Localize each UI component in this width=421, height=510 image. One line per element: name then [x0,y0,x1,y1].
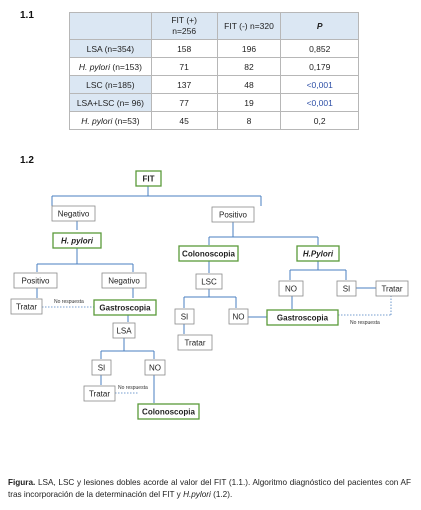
svg-text:SI: SI [343,285,351,294]
svg-text:Negativo: Negativo [108,277,140,286]
table-row: LSC (n=185) 137 48 <0,001 [69,75,359,94]
cell-fit-positive: 77 [150,93,218,112]
diagnostic-flowchart: FIT Negativo Positivo H. pylori Colonosc… [10,170,409,420]
svg-text:Colonoscopia: Colonoscopia [182,250,235,259]
node-no-low: NO [144,359,166,376]
row-label: LSA+LSC (n= 96) [69,93,152,112]
cell-fit-positive: 137 [150,75,218,94]
svg-text:Gastroscopia: Gastroscopia [99,304,151,313]
table-row: LSA+LSC (n= 96) 77 19 <0,001 [69,93,359,112]
cell-fit-negative: 19 [216,93,282,112]
svg-text:H. pylori: H. pylori [61,237,94,246]
node-colonoscopia-top: Colonoscopia [178,245,239,262]
no-respuesta-label-1: No respuesta [54,299,84,305]
node-lsa: LSA [112,322,136,339]
svg-text:Gastroscopia: Gastroscopia [277,314,329,323]
node-si-low: SI [91,359,112,376]
cell-p-value: 0,2 [280,111,359,130]
cell-fit-positive: 71 [150,57,218,76]
header-p-value: P [280,12,359,40]
svg-text:NO: NO [285,285,297,294]
table-row: H. pylori (n=153) 71 82 0,179 [69,57,359,76]
svg-text:FIT: FIT [143,175,155,184]
row-label-italic: H. pylori [81,115,113,126]
table-header-row: FIT (+) n=256 FIT (-) n=320 P [69,12,359,40]
row-label: H. pylori (n=153) [69,57,152,76]
svg-text:H.Pylori: H.Pylori [303,250,334,259]
svg-text:Colonoscopia: Colonoscopia [142,408,195,417]
cell-p-value: <0,001 [280,75,359,94]
node-negativo: Negativo [51,205,96,222]
row-label: LSA (n=354) [69,39,152,58]
svg-text:Negativo: Negativo [58,210,90,219]
caption-text-1: LSA, LSC y lesiones dobles acorde al val… [8,478,411,499]
row-label-italic: H. pylori [78,61,111,72]
svg-text:Positivo: Positivo [219,211,248,220]
node-gastroscopia-left: Gastroscopia [93,299,157,316]
node-positivo-2: Positivo [13,272,58,289]
caption-label: Figura. [8,478,36,487]
node-si-mid: SI [174,308,195,325]
row-label: H. pylori (n=53) [69,111,152,130]
svg-text:NO: NO [233,313,245,322]
header-fit-positive-n: n=256 [172,26,197,36]
svg-text:Positivo: Positivo [21,277,50,286]
cell-fit-negative: 48 [216,75,282,94]
row-label-rest: (n=53) [112,115,140,126]
node-h-pylori-right: H.Pylori [296,245,340,262]
node-lsc: LSC [195,273,223,290]
node-tratar-right: Tratar [375,280,409,297]
row-label: LSC (n=185) [69,75,152,94]
node-positivo: Positivo [211,206,255,223]
cell-fit-negative: 8 [216,111,282,130]
caption-italic: H.pylori [183,490,211,499]
svg-text:LSC: LSC [201,278,217,287]
header-empty [69,12,152,40]
table-row: H. pylori (n=53) 45 8 0,2 [69,111,359,130]
cell-p-value: 0,852 [280,39,359,58]
node-fit: FIT [135,170,162,187]
cell-fit-positive: 158 [150,39,218,58]
node-h-pylori-left: H. pylori [52,232,102,249]
node-tratar-low: Tratar [83,385,116,402]
row-label-rest: (n=153) [110,61,142,72]
cell-p-value: 0,179 [280,57,359,76]
svg-text:NO: NO [149,364,161,373]
node-gastroscopia-right: Gastroscopia [266,309,339,326]
header-fit-negative: FIT (-) n=320 [216,12,282,40]
section-label-1-1: 1.1 [20,10,34,21]
node-no-right: NO [278,280,304,297]
svg-text:Tratar: Tratar [89,390,110,399]
svg-text:LSA: LSA [116,327,132,336]
cell-fit-negative: 196 [216,39,282,58]
svg-text:SI: SI [181,313,189,322]
cell-fit-negative: 82 [216,57,282,76]
node-tratar-left: Tratar [10,298,43,315]
header-fit-positive-label: FIT (+) [171,15,197,25]
header-fit-positive: FIT (+) n=256 [150,12,218,40]
node-negativo-2: Negativo [101,272,147,289]
node-si-right: SI [336,280,357,297]
node-colonoscopia-bottom: Colonoscopia [137,403,200,420]
caption-text-2: (1.2). [210,490,233,499]
node-no-mid: NO [228,308,249,325]
no-respuesta-label-3: No respuesta [350,320,380,326]
flowchart-connectors [36,186,376,403]
no-respuesta-label-2: No respuesta [118,385,148,391]
cell-fit-positive: 45 [150,111,218,130]
svg-text:Tratar: Tratar [184,339,205,348]
node-tratar-mid: Tratar [177,334,213,351]
no-response-connectors [42,296,392,394]
svg-text:Tratar: Tratar [16,303,37,312]
results-table: FIT (+) n=256 FIT (-) n=320 P LSA (n=354… [69,12,359,130]
table-row: LSA (n=354) 158 196 0,852 [69,39,359,58]
cell-p-value: <0,001 [280,93,359,112]
section-label-1-2: 1.2 [20,155,34,166]
svg-text:SI: SI [98,364,106,373]
svg-text:Tratar: Tratar [381,285,402,294]
figure-caption: Figura. LSA, LSC y lesiones dobles acord… [8,477,411,501]
